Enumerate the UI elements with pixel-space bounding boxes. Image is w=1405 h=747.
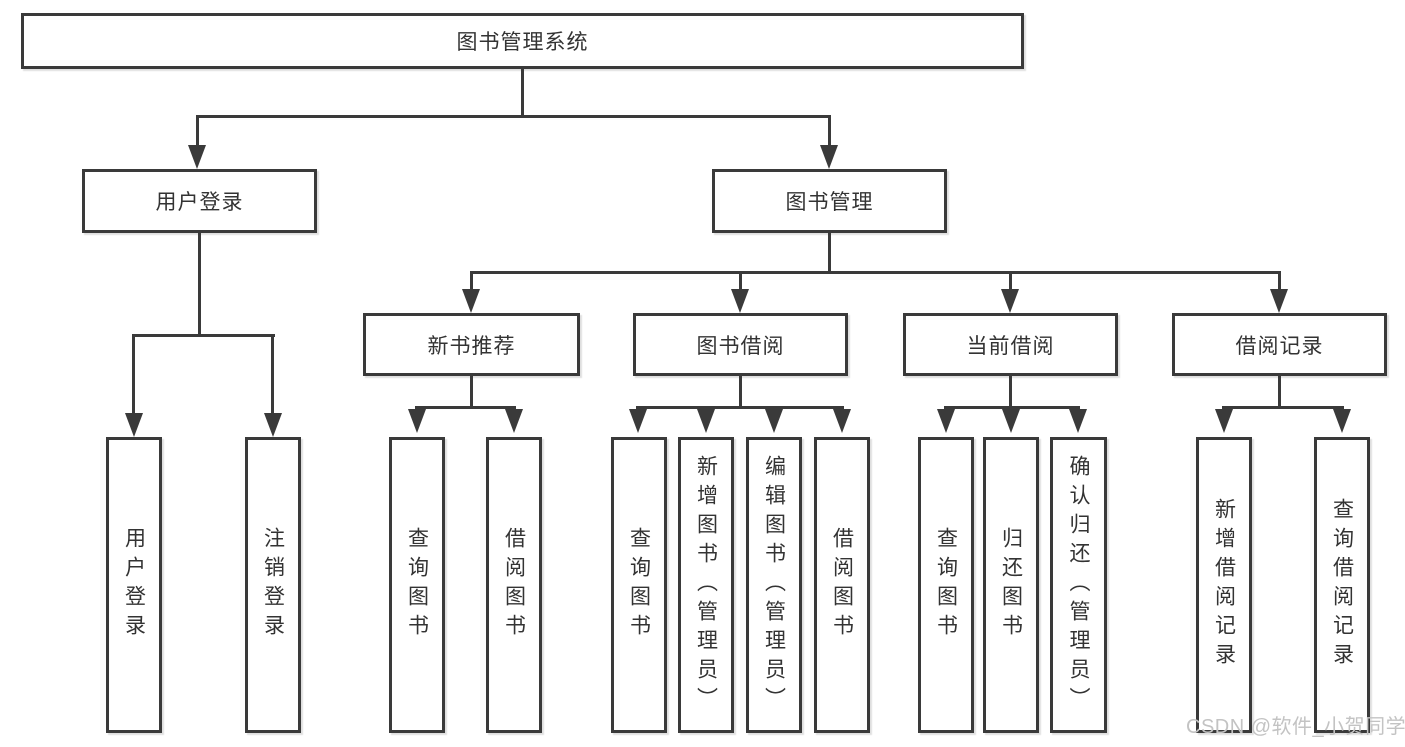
arrow-down-icon bbox=[1069, 409, 1087, 433]
arrow-down-icon bbox=[1001, 289, 1019, 313]
node-label: 图书借阅 bbox=[696, 334, 785, 358]
connector-line bbox=[1278, 271, 1281, 291]
connector-line bbox=[271, 334, 274, 415]
node-label: 借阅记录 bbox=[1235, 334, 1324, 358]
leaf-label: 确认归还（管理员） bbox=[1067, 454, 1090, 716]
arrow-down-icon bbox=[765, 409, 783, 433]
leaf-query-books-borrow: 查询图书 bbox=[611, 437, 667, 733]
connector-line bbox=[1278, 376, 1281, 408]
node-label: 用户登录 bbox=[155, 191, 244, 214]
leaf-query-books-recommend: 查询图书 bbox=[389, 437, 445, 733]
arrow-down-icon bbox=[1270, 289, 1288, 313]
node-library-system: 图书管理系统 bbox=[21, 13, 1024, 69]
leaf-label: 查询图书 bbox=[934, 527, 958, 643]
arrow-down-icon bbox=[264, 413, 282, 437]
arrow-down-icon bbox=[408, 409, 426, 433]
connector-line bbox=[470, 271, 1281, 274]
node-book-management: 图书管理 bbox=[712, 169, 947, 233]
connector-line bbox=[1009, 376, 1012, 408]
leaf-label: 新增借阅记录 bbox=[1212, 498, 1236, 672]
leaf-return-books: 归还图书 bbox=[983, 437, 1039, 733]
leaf-label: 查询借阅记录 bbox=[1330, 498, 1354, 672]
leaf-confirm-return-admin: 确认归还（管理员） bbox=[1050, 437, 1107, 733]
leaf-label: 新增图书（管理员） bbox=[694, 454, 718, 716]
csdn-watermark: CSDN @软件_小贺同学 bbox=[1186, 716, 1405, 738]
arrow-down-icon bbox=[1002, 409, 1020, 433]
arrow-down-icon bbox=[505, 409, 523, 433]
leaf-label: 查询图书 bbox=[405, 527, 429, 643]
connector-line bbox=[1009, 271, 1012, 291]
node-label: 当前借阅 bbox=[966, 334, 1055, 358]
arrow-down-icon bbox=[462, 289, 480, 313]
connector-line bbox=[828, 115, 831, 147]
connector-line bbox=[470, 271, 473, 291]
connector-line bbox=[1222, 406, 1344, 409]
connector-line bbox=[739, 376, 742, 408]
connector-line bbox=[132, 334, 275, 337]
connector-line bbox=[198, 233, 201, 336]
leaf-label: 用户登录 bbox=[122, 527, 146, 643]
node-current-borrow: 当前借阅 bbox=[903, 313, 1118, 376]
node-borrow-records: 借阅记录 bbox=[1172, 313, 1387, 376]
connector-line bbox=[521, 69, 524, 117]
leaf-user-login: 用户登录 bbox=[106, 437, 162, 733]
connector-line bbox=[132, 334, 135, 415]
arrow-down-icon bbox=[833, 409, 851, 433]
leaf-borrow-books: 借阅图书 bbox=[814, 437, 870, 733]
leaf-borrow-books-recommend: 借阅图书 bbox=[486, 437, 542, 733]
node-user-login: 用户登录 bbox=[82, 169, 317, 233]
arrow-down-icon bbox=[1333, 409, 1351, 433]
connector-line bbox=[944, 406, 1080, 409]
connector-line bbox=[196, 115, 199, 147]
connector-line bbox=[828, 233, 831, 273]
leaf-add-borrow-record: 新增借阅记录 bbox=[1196, 437, 1252, 733]
leaf-label: 借阅图书 bbox=[830, 527, 854, 643]
arrow-down-icon bbox=[937, 409, 955, 433]
leaf-label: 编辑图书（管理员） bbox=[762, 454, 786, 716]
leaf-label: 归还图书 bbox=[999, 527, 1023, 643]
node-new-book-recommend: 新书推荐 bbox=[363, 313, 580, 376]
node-label: 图书管理 bbox=[785, 191, 874, 214]
leaf-edit-books-admin: 编辑图书（管理员） bbox=[746, 437, 802, 733]
connector-line bbox=[636, 406, 844, 409]
connector-line bbox=[196, 115, 831, 118]
connector-line bbox=[415, 406, 516, 409]
leaf-query-borrow-record: 查询借阅记录 bbox=[1314, 437, 1370, 733]
leaf-label: 查询图书 bbox=[627, 527, 651, 643]
leaf-add-books-admin: 新增图书（管理员） bbox=[678, 437, 734, 733]
arrow-down-icon bbox=[731, 289, 749, 313]
leaf-label: 注销登录 bbox=[261, 527, 285, 643]
arrow-down-icon bbox=[188, 145, 206, 169]
arrow-down-icon bbox=[125, 413, 143, 437]
leaf-label: 借阅图书 bbox=[502, 527, 526, 643]
arrow-down-icon bbox=[629, 409, 647, 433]
node-label: 图书管理系统 bbox=[456, 31, 589, 54]
arrow-down-icon bbox=[820, 145, 838, 169]
leaf-logout: 注销登录 bbox=[245, 437, 301, 733]
arrow-down-icon bbox=[697, 409, 715, 433]
node-book-borrow: 图书借阅 bbox=[633, 313, 848, 376]
node-label: 新书推荐 bbox=[427, 334, 516, 358]
leaf-query-books-current: 查询图书 bbox=[918, 437, 974, 733]
connector-line bbox=[470, 376, 473, 408]
connector-line bbox=[739, 271, 742, 291]
arrow-down-icon bbox=[1215, 409, 1233, 433]
